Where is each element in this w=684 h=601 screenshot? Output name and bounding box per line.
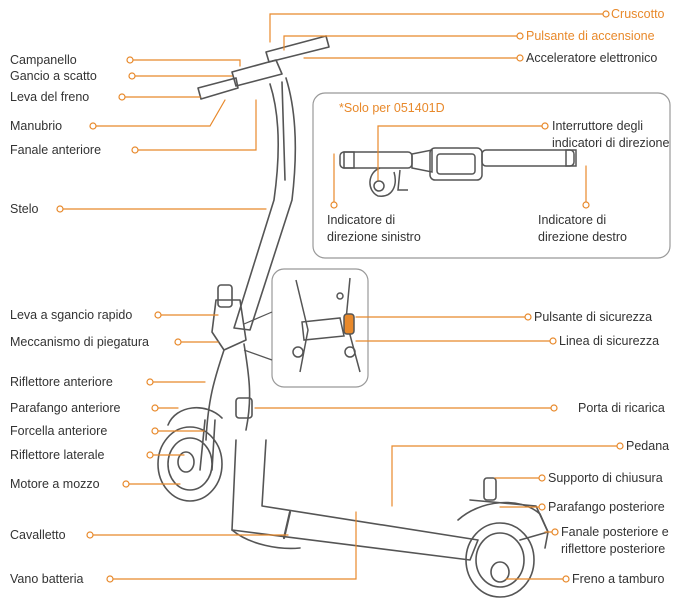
deck-shape [231,439,479,561]
label-freno-tamburo: Freno a tamburo [572,572,665,586]
label-supporto-chiusura: Supporto di chiusura [548,471,663,485]
rear-wheel [465,522,535,598]
front-fender-shape [167,406,223,426]
left-grip [197,77,239,100]
label-stelo: Stelo [10,202,39,216]
label-fanale-posteriore-2: riflettore posteriore [561,542,666,556]
label-leva-sgancio-rapido: Leva a sgancio rapido [10,308,133,322]
label-riflettore-laterale: Riflettore laterale [10,448,105,462]
label-pulsante-sicurezza: Pulsante di sicurezza [534,310,653,324]
label-cruscotto: Cruscotto [611,7,665,21]
label-campanello: Campanello [10,53,77,67]
inset-right-indicator-line2: direzione destro [538,230,627,244]
inset-left-indicator-line2: direzione sinistro [327,230,421,244]
label-forcella-anteriore: Forcella anteriore [10,424,108,438]
inset-right-indicator-line1: Indicatore di [538,213,607,227]
label-parafango-anteriore: Parafango anteriore [10,401,121,415]
label-acceleratore-elettronico: Acceleratore elettronico [526,51,658,65]
front-wheel [157,426,223,502]
folding-joint [211,299,247,351]
right-grip [265,35,330,63]
label-porta-ricarica: Porta di ricarica [578,401,665,415]
label-fanale-anteriore: Fanale anteriore [10,143,102,157]
inset-turn-switch-line2: indicatori di direzione [552,136,670,150]
label-cavalletto: Cavalletto [10,528,66,542]
handlebar-center [231,59,283,87]
stem-outline [233,77,297,331]
label-pedana: Pedana [626,439,670,453]
safety-button-shape [343,313,355,335]
label-riflettore-anteriore: Riflettore anteriore [10,375,113,389]
label-leva-del-freno: Leva del freno [10,90,90,104]
inset-left-indicator-line1: Indicatore di [327,213,396,227]
label-meccanismo-piegatura: Meccanismo di piegatura [10,335,149,349]
kickstand-shape [282,510,292,540]
label-vano-batteria: Vano batteria [10,572,84,586]
inset-model-note: *Solo per 051401D [339,101,445,115]
label-pulsante-accensione: Pulsante di accensione [526,29,655,43]
label-fanale-posteriore-1: Fanale posteriore e [561,525,669,539]
turn-signal-inset [312,92,671,259]
inset-turn-switch-line1: Interruttore degli [552,119,644,133]
label-parafango-posteriore: Parafango posteriore [548,500,665,514]
safety-inset [271,268,369,388]
label-linea-sicurezza: Linea di sicurezza [559,334,660,348]
turn-switch-icon [373,180,385,192]
label-motore-a-mozzo: Motore a mozzo [10,477,100,491]
label-manubrio: Manubrio [10,119,63,133]
label-gancio-a-scatto: Gancio a scatto [10,69,97,83]
